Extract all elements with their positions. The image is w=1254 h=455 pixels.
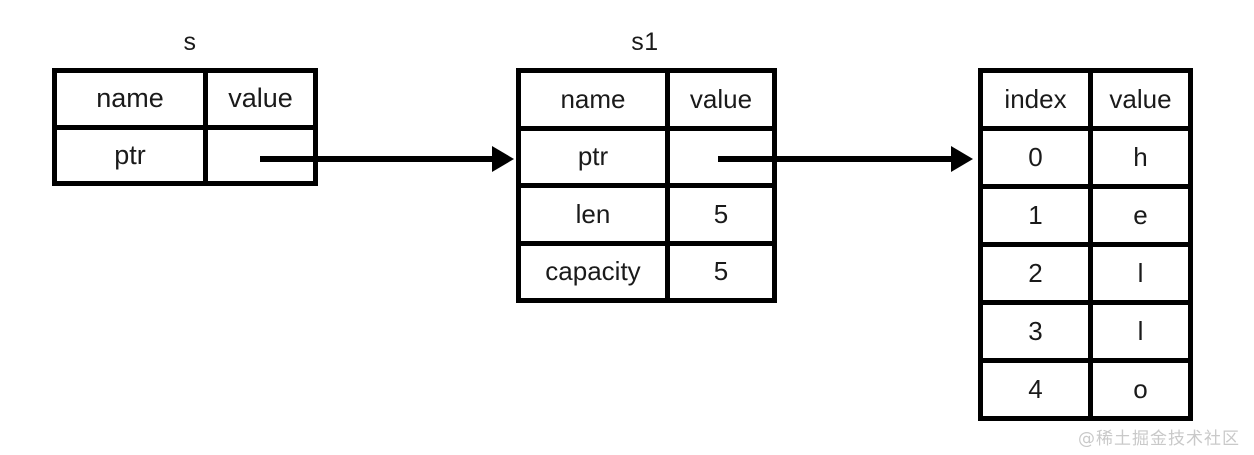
table-s1-header-name: name [521, 73, 670, 126]
table-row: capacity 5 [521, 245, 772, 298]
table-s-header-value: value [228, 83, 293, 114]
table-s-title: s [183, 28, 197, 56]
table-heap-cell-index-1: 1 [983, 189, 1093, 242]
table-s1-cell-name-capacity: capacity [521, 245, 670, 298]
table-s1: name value ptr len 5 capacity 5 [516, 68, 777, 303]
table-s1-cell-value-capacity: 5 [713, 256, 729, 287]
table-s1-cell-name-ptr: ptr [521, 130, 670, 183]
table-row: ptr [521, 130, 772, 188]
arrow-s-to-s1-line [318, 156, 494, 162]
table-s1-title: s1 [631, 28, 659, 56]
table-row: 3 l [983, 305, 1188, 363]
table-row: name value [521, 73, 772, 131]
table-s1-header-value: value [689, 83, 753, 114]
arrow-s-to-s1-head-icon [492, 146, 514, 172]
table-heap-header-value: value [1109, 84, 1172, 114]
table-heap-cell-index-4: 4 [983, 363, 1093, 416]
arrow-s1-to-heap-line [777, 156, 953, 162]
table-heap-cell-index-2: 2 [983, 247, 1093, 300]
table-heap-cell-index-3: 3 [983, 305, 1093, 358]
table-s1-cell-value-len: 5 [713, 198, 729, 229]
table-heap-cell-index-0: 0 [983, 131, 1093, 184]
pointer-stub-s1 [718, 156, 780, 162]
table-s-cell-name-ptr: ptr [57, 129, 208, 181]
table-row: 4 o [983, 363, 1188, 416]
table-heap-header-index: index [983, 73, 1093, 126]
table-heap-cell-value-2: l [1137, 258, 1144, 288]
table-row: ptr [57, 129, 313, 181]
watermark: @稀土掘金技术社区 [1078, 429, 1240, 449]
table-heap-cell-value-0: h [1133, 142, 1148, 172]
arrow-s1-to-heap-head-icon [951, 146, 973, 172]
table-row: index value [983, 73, 1188, 131]
table-s1-cell-name-len: len [521, 188, 670, 241]
table-s: name value ptr [52, 68, 318, 186]
table-row: 0 h [983, 131, 1188, 189]
table-s-header-name: name [57, 73, 208, 125]
table-row: len 5 [521, 188, 772, 246]
table-heap-cell-value-3: l [1137, 316, 1144, 346]
table-heap-cell-value-4: o [1133, 374, 1148, 404]
table-heap-cell-value-1: e [1133, 200, 1148, 230]
table-row: name value [57, 73, 313, 130]
table-heap: index value 0 h 1 e 2 l 3 l 4 o [978, 68, 1193, 421]
pointer-stub-s [260, 156, 320, 162]
table-row: 2 l [983, 247, 1188, 305]
table-row: 1 e [983, 189, 1188, 247]
